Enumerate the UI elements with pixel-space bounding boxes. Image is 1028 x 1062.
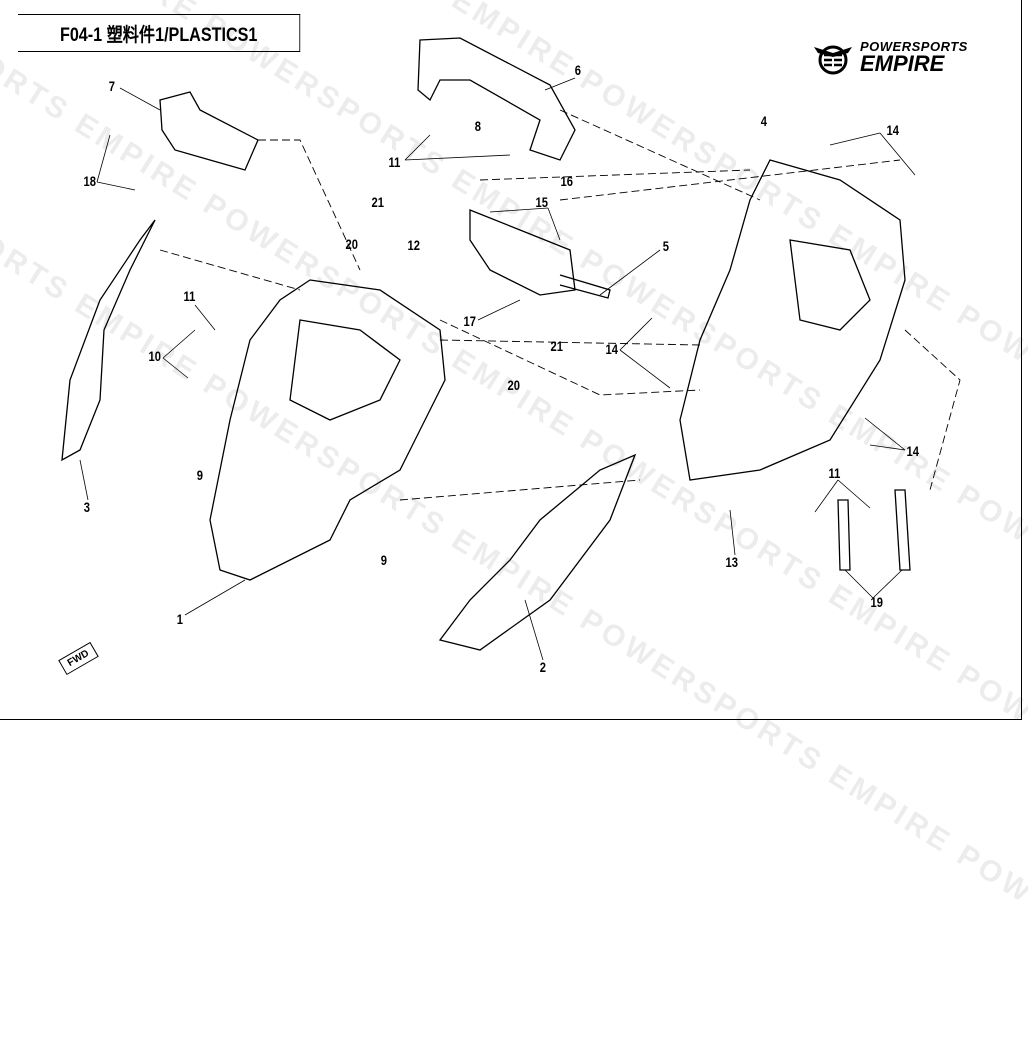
callout-16: 16 (560, 173, 574, 189)
assembly-leader-lines (159, 109, 961, 501)
part-7-bracket (159, 91, 259, 171)
part-19-strap (837, 489, 911, 571)
callout-9: 9 (196, 467, 204, 483)
callout-21: 21 (550, 338, 564, 354)
callout-3: 3 (83, 499, 91, 515)
callout-15: 15 (535, 194, 549, 210)
callout-2: 2 (539, 659, 547, 675)
part-1-front-cowl (209, 279, 446, 581)
callout-4: 4 (760, 113, 768, 129)
exploded-parts-diagram (61, 37, 961, 661)
callout-14: 14 (605, 341, 619, 357)
part-15-bracket (469, 209, 576, 296)
callout-8: 8 (474, 118, 482, 134)
callout-leaders (79, 77, 916, 661)
callout-1: 1 (176, 611, 184, 627)
part-2-lower-panel (438, 453, 637, 651)
part-3-side-panel (61, 219, 156, 462)
frame-border-right (1021, 0, 1022, 720)
callout-7: 7 (108, 78, 116, 94)
callout-14: 14 (886, 122, 900, 138)
brand-logo: POWERSPORTS EMPIRE (812, 40, 968, 75)
callout-11: 11 (183, 288, 196, 304)
callout-9: 9 (380, 552, 388, 568)
callout-12: 12 (407, 237, 421, 253)
logo-line1: POWERSPORTS (860, 39, 968, 54)
logo-line2: EMPIRE (860, 51, 945, 76)
empire-emblem-icon (814, 45, 852, 74)
part-4-inner-panel (679, 159, 906, 481)
callout-11: 11 (828, 465, 841, 481)
callout-13: 13 (725, 554, 739, 570)
callout-17: 17 (463, 313, 477, 329)
callout-6: 6 (574, 62, 582, 78)
page-title: F04-1 塑料件1/PLASTICS1 (18, 14, 301, 52)
callout-20: 20 (507, 377, 521, 393)
callout-10: 10 (148, 348, 162, 364)
part-6-handle (417, 37, 576, 161)
callout-21: 21 (371, 194, 385, 210)
part-5-rod (559, 274, 611, 299)
callout-18: 18 (83, 173, 97, 189)
callout-19: 19 (870, 594, 884, 610)
frame-border-bottom (0, 719, 1022, 720)
callout-5: 5 (662, 238, 670, 254)
callout-11: 11 (388, 154, 401, 170)
callout-20: 20 (345, 236, 359, 252)
callout-14: 14 (906, 443, 920, 459)
